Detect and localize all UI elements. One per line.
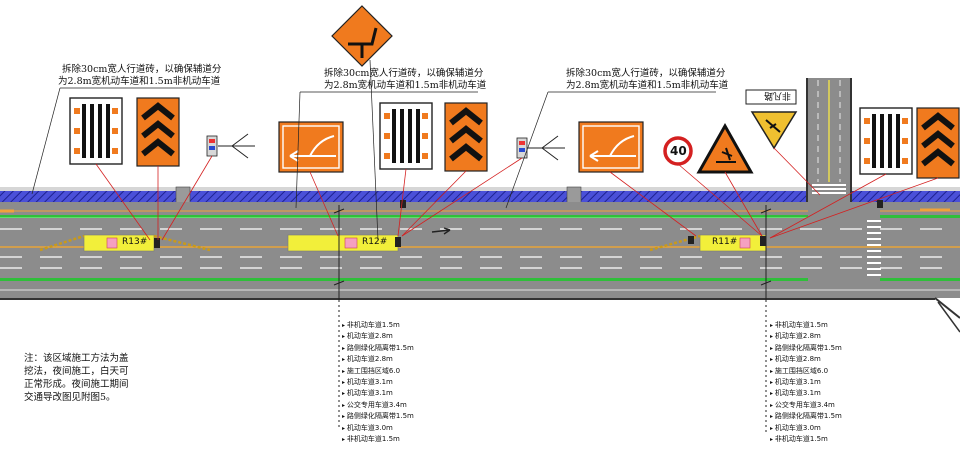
median-bottom [0,278,808,281]
zone-tag-r11: R11# [712,237,738,247]
lane-legend-item: 路侧绿化隔离带1.5m [770,411,842,422]
direction-board-text: 非凡路 [763,90,791,100]
top-curb [0,187,808,193]
annotation-right-line2: 为2.8m宽机动车道和1.5m非机动车道 [566,80,729,91]
roadwork-inverted-sign [750,111,798,150]
lane-legend-item: 机动车道3.0m [342,423,414,434]
construction-note: 注：该区域施工方法为盖挖法，夜间施工，白天可正常形成。夜间施工期间交通导改图见附… [24,353,129,403]
lane-legend-item: 非机动车道1.5m [770,434,842,445]
roadwork-warning-sign [696,122,754,174]
annotation-mid-line2: 为2.8m宽机动车道和1.5m非机动车道 [324,80,487,91]
lane-legend-item: 机动车道3.1m [342,388,414,399]
speed-limit-value: 40 [670,144,687,158]
lane-legend-item: 机动车道2.8m [342,354,414,365]
arrow-light-sign-left [206,133,255,159]
lane-board-sign-left [69,97,123,165]
lane-legend-item: 施工围挡区域6.0 [770,366,842,377]
lane-legend-item: 路侧绿化隔离带1.5m [342,343,414,354]
lane-legend-item: 机动车道3.1m [770,388,842,399]
detour-sign-right [578,121,644,173]
lane-legend-item: 公交专用车道3.4m [342,400,414,411]
direction-board-sign [745,89,797,105]
sidewalk [0,191,808,202]
zone-tag-r13: R13# [122,237,148,247]
lane-legend-item: 机动车道2.8m [770,354,842,365]
annotation-left-line1: 拆除30cm宽人行道砖，以确保辅道分 [62,64,222,75]
lane-legend-right: 非机动车道1.5m机动车道2.8m路侧绿化隔离带1.5m机动车道2.8m施工围挡… [770,320,842,445]
lane-legend-item: 公交专用车道3.4m [770,400,842,411]
lane-legend-item: 路侧绿化隔离带1.5m [770,343,842,354]
lane-legend-item: 非机动车道1.5m [342,320,414,331]
chevron-sign-right [916,107,960,179]
lane-legend-item: 施工围挡区域6.0 [342,366,414,377]
zone-tag-r12: R12# [362,237,388,247]
lane-board-sign-mid [379,102,433,170]
detour-sign-left [278,121,344,173]
annotation-right-line1: 拆除30cm宽人行道砖，以确保辅道分 [566,68,726,79]
lane-board-sign-right [859,107,913,175]
lane-legend-item: 机动车道2.8m [770,331,842,342]
lane-legend-item: 机动车道3.0m [770,423,842,434]
lane-legend-item: 非机动车道1.5m [770,320,842,331]
lane-merge-diamond-sign [331,5,393,67]
annotation-left-line2: 为2.8m宽机动车道和1.5m非机动车道 [58,76,221,87]
median-top [0,215,808,218]
lane-legend-left: 非机动车道1.5m机动车道2.8m路侧绿化隔离带1.5m机动车道2.8m施工围挡… [342,320,414,445]
chevron-sign-left [136,97,180,167]
lane-legend-item: 机动车道3.1m [342,377,414,388]
annotation-mid-line1: 拆除30cm宽人行道砖，以确保辅道分 [324,68,484,79]
chevron-sign-mid [444,102,488,172]
lane-legend-item: 路侧绿化隔离带1.5m [342,411,414,422]
lane-legend-item: 机动车道2.8m [342,331,414,342]
lane-legend-item: 机动车道3.1m [770,377,842,388]
arrow-light-sign-right [516,135,565,161]
lane-legend-item: 非机动车道1.5m [342,434,414,445]
